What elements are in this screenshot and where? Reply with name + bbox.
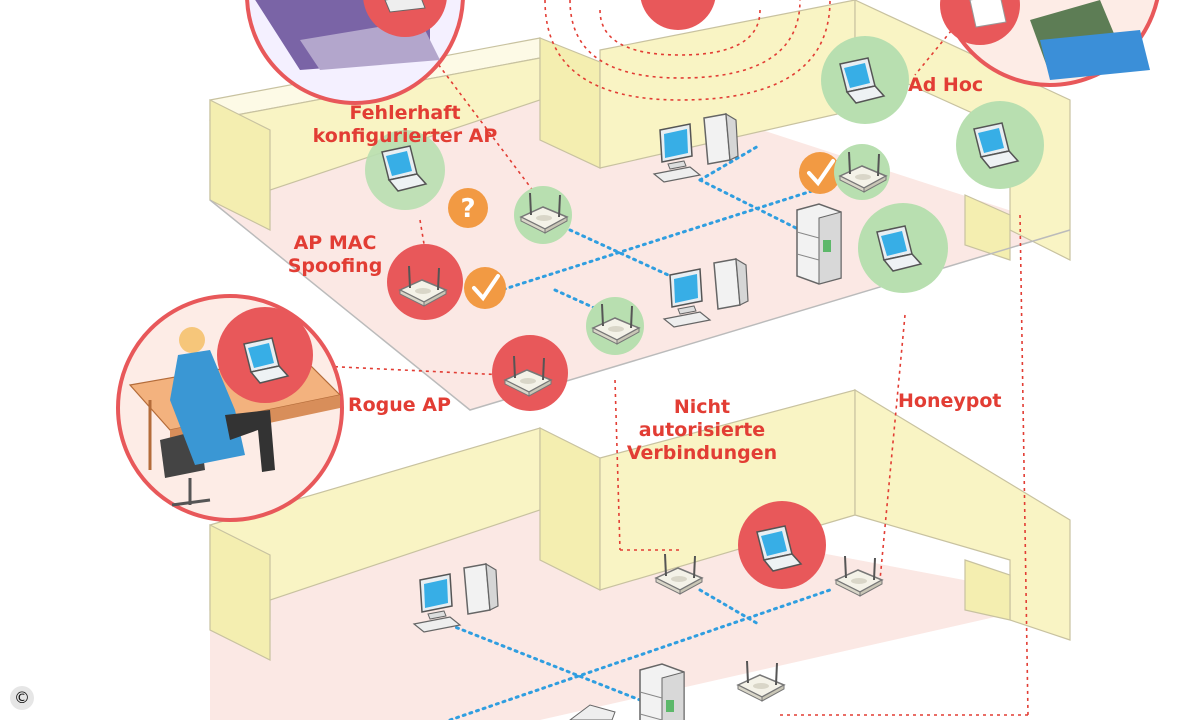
label-misconfigured-ap-line2: konfigurierter AP: [312, 125, 498, 147]
access-point-green-3: [834, 144, 890, 200]
callout-top-right: [940, 0, 1160, 87]
label-ad-hoc: Ad Hoc: [908, 74, 984, 96]
callout-top-left: [245, 0, 465, 105]
lower-left-end-wall: [209, 524, 271, 661]
server-upper: [796, 203, 842, 285]
access-point-green-2: [586, 297, 644, 355]
label-misconfigured-ap: Fehlerhaft konfigurierter AP: [305, 102, 505, 148]
label-misconfigured-ap-line1: Fehlerhaft: [349, 102, 461, 124]
copyright-badge: ©: [10, 686, 34, 710]
radio-waves: [544, 0, 831, 101]
access-point-green: [514, 186, 572, 244]
check-mark-icon-2: [799, 152, 841, 194]
label-rogue-ap: Rogue AP: [348, 394, 451, 416]
ethernet-cables: [448, 143, 832, 720]
label-honeypot: Honeypot: [898, 390, 1002, 412]
laptop-green-right: [858, 203, 948, 293]
svg-text:?: ?: [460, 194, 475, 224]
label-ap-mac-spoofing-line2: Spoofing: [287, 255, 383, 277]
rogue-ap-callout: [116, 294, 344, 522]
radio-source-ap: [640, 0, 716, 30]
label-unauthorized-connections-line3: Verbindungen: [626, 442, 778, 464]
lower-floor: [209, 388, 1071, 720]
label-unauthorized-connections-line2: autorisierte: [638, 419, 766, 441]
ad-hoc-laptop-2: [956, 101, 1044, 189]
question-mark-icon: ?: [448, 188, 488, 228]
check-mark-icon: [464, 267, 506, 309]
spoofed-access-point: [387, 244, 463, 320]
ad-hoc-laptop-1: [821, 36, 909, 124]
lower-floor-surface: [210, 500, 1070, 720]
misconfigured-laptop: [365, 130, 445, 210]
label-ap-mac-spoofing: AP MAC Spoofing: [280, 232, 390, 278]
unauthorized-laptop: [738, 501, 826, 589]
upper-left-end-wall: [209, 99, 271, 231]
rogue-access-point: [492, 335, 568, 411]
label-unauthorized-connections: Nicht autorisierte Verbindungen: [612, 396, 792, 465]
pc-lower-partial: [569, 704, 616, 720]
label-ap-mac-spoofing-line1: AP MAC: [293, 232, 377, 254]
label-unauthorized-connections-line1: Nicht: [673, 396, 731, 418]
server-lower: [639, 663, 685, 720]
